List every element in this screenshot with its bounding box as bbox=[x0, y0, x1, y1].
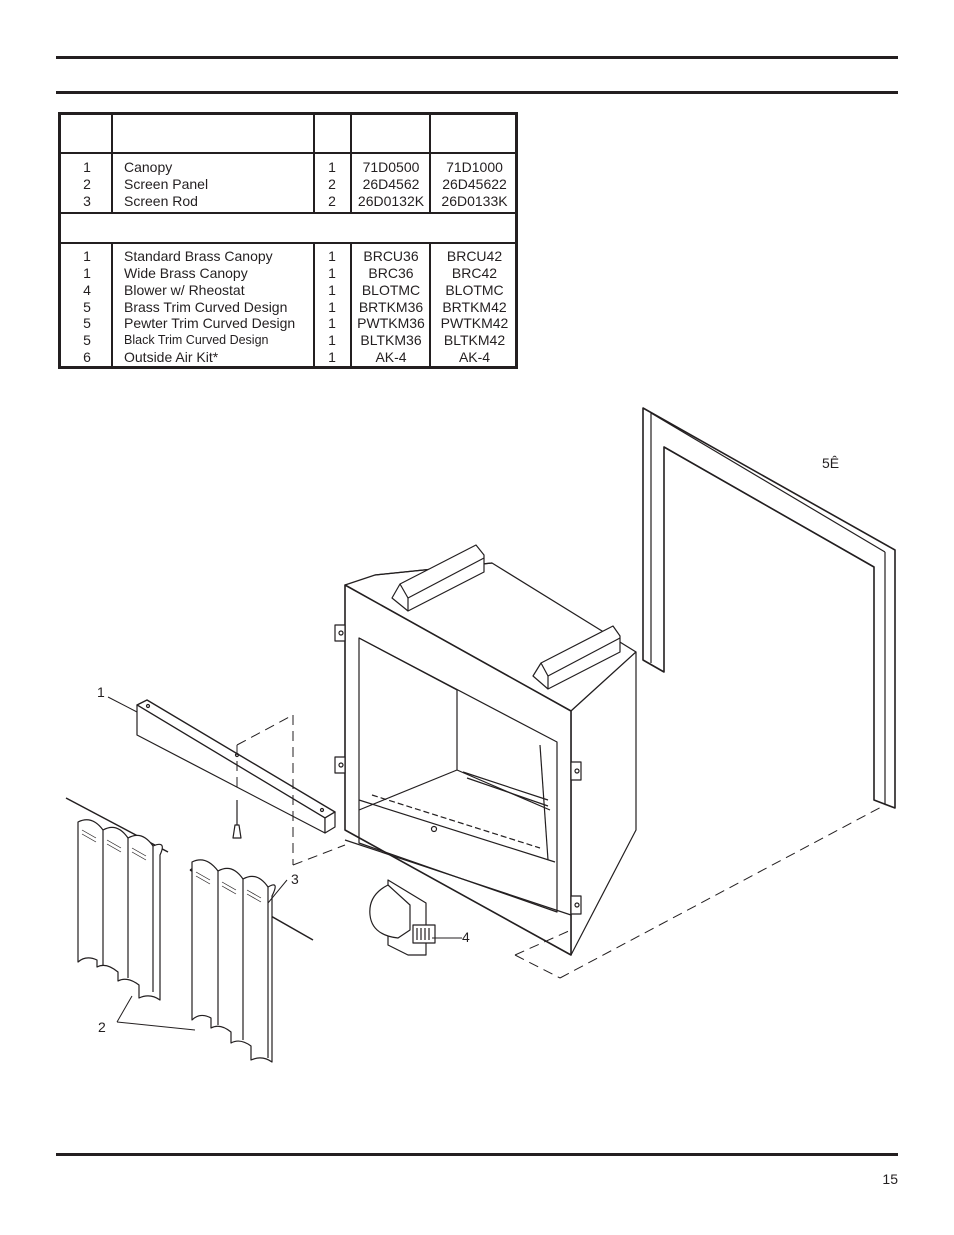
key-number: 1 bbox=[83, 159, 91, 175]
part-description: Brass Trim Curved Design bbox=[124, 299, 288, 315]
key-number: 2 bbox=[83, 176, 91, 192]
part-description: Screen Panel bbox=[124, 176, 209, 192]
part-description: Outside Air Kit* bbox=[124, 349, 219, 365]
table-row: 2 Screen Panel 2 26D4562 26D45622 bbox=[61, 176, 515, 193]
table-row: 4 Blower w/ Rheostat 1 BLOTMC BLOTMC bbox=[61, 282, 515, 299]
part-number-42: BLOTMC bbox=[445, 282, 504, 298]
column-divider bbox=[313, 115, 315, 213]
leader-lines bbox=[107, 696, 462, 1031]
callout-screen-panels: 2 bbox=[98, 1019, 106, 1035]
column-divider bbox=[429, 243, 431, 366]
part-description: Black Trim Curved Design bbox=[124, 333, 269, 347]
callout-blower: 4 bbox=[462, 929, 470, 945]
quantity: 1 bbox=[328, 159, 336, 175]
column-divider bbox=[111, 115, 113, 213]
part-number-36: AK-4 bbox=[375, 349, 407, 365]
column-divider bbox=[313, 243, 315, 366]
section-divider-top bbox=[61, 212, 515, 214]
part-number-42: BLTKM42 bbox=[443, 332, 506, 348]
table-row: 1 Standard Brass Canopy 1 BRCU36 BRCU42 bbox=[61, 248, 515, 265]
part-number-42: 26D0133K bbox=[441, 193, 508, 209]
table-row: 5 Brass Trim Curved Design 1 BRTKM36 BRT… bbox=[61, 299, 515, 316]
key-number: 5 bbox=[83, 299, 91, 315]
part-number-42: BRC42 bbox=[451, 265, 498, 281]
key-number: 1 bbox=[83, 248, 91, 264]
key-number: 6 bbox=[83, 349, 91, 365]
header-rule-top bbox=[56, 56, 898, 59]
firebox bbox=[334, 544, 637, 956]
part-number-42: AK-4 bbox=[458, 349, 491, 365]
table-row: 3 Screen Rod 2 26D0132K 26D0133K bbox=[61, 193, 515, 210]
callout-canopy: 1 bbox=[97, 684, 105, 700]
quantity: 1 bbox=[328, 265, 336, 281]
header-rule-bottom bbox=[56, 91, 898, 94]
part-description: Wide Brass Canopy bbox=[124, 265, 248, 281]
trim-frame bbox=[642, 407, 896, 809]
key-number: 4 bbox=[83, 282, 91, 298]
part-number-42: BRTKM42 bbox=[442, 299, 507, 315]
part-number-36: BRTKM36 bbox=[358, 299, 424, 315]
footer-rule bbox=[56, 1153, 898, 1156]
part-number-36: BLOTMC bbox=[361, 282, 421, 298]
part-number-36: BRCU36 bbox=[363, 248, 419, 264]
screen-panels bbox=[77, 819, 276, 1063]
part-number-42: 71D1000 bbox=[446, 159, 503, 175]
part-number-42: 26D45622 bbox=[442, 176, 507, 192]
key-number: 3 bbox=[83, 193, 91, 209]
key-number: 5 bbox=[83, 315, 91, 331]
table-row: 5 Black Trim Curved Design 1 BLTKM36 BLT… bbox=[61, 332, 515, 349]
part-number-36: PWTKM36 bbox=[357, 315, 425, 331]
part-number-36: BLTKM36 bbox=[360, 332, 422, 348]
table-row: 6 Outside Air Kit* 1 AK-4 AK-4 bbox=[61, 349, 515, 366]
part-description: Pewter Trim Curved Design bbox=[124, 315, 296, 331]
table-row: 1 Canopy 1 71D0500 71D1000 bbox=[61, 159, 515, 176]
quantity: 2 bbox=[328, 176, 336, 192]
quantity: 2 bbox=[328, 193, 336, 209]
quantity: 1 bbox=[328, 315, 336, 331]
callout-screen-rod: 3 bbox=[291, 871, 299, 887]
column-divider bbox=[429, 115, 431, 213]
blower bbox=[369, 879, 436, 956]
part-description: Canopy bbox=[124, 159, 173, 175]
quantity: 1 bbox=[328, 248, 336, 264]
part-description: Blower w/ Rheostat bbox=[124, 282, 245, 298]
part-number-42: PWTKM42 bbox=[440, 315, 509, 331]
part-number-42: BRCU42 bbox=[446, 248, 503, 264]
part-description: Screen Rod bbox=[124, 193, 198, 209]
column-divider bbox=[350, 115, 352, 213]
quantity: 1 bbox=[328, 282, 336, 298]
key-number: 1 bbox=[83, 265, 91, 281]
part-number-36: 26D0132K bbox=[357, 193, 425, 209]
table-row: 5 Pewter Trim Curved Design 1 PWTKM36 PW… bbox=[61, 315, 515, 332]
part-number-36: BRC36 bbox=[368, 265, 414, 281]
quantity: 1 bbox=[328, 299, 336, 315]
quantity: 1 bbox=[328, 332, 336, 348]
part-number-36: 26D4562 bbox=[362, 176, 420, 192]
table-row: 1 Wide Brass Canopy 1 BRC36 BRC42 bbox=[61, 265, 515, 282]
callout-trim: 5Ê bbox=[822, 455, 840, 471]
parts-table: 1 Canopy 1 71D0500 71D1000 2 Screen Pane… bbox=[58, 112, 518, 369]
quantity: 1 bbox=[328, 349, 336, 365]
part-description: Standard Brass Canopy bbox=[124, 248, 273, 264]
column-divider bbox=[350, 243, 352, 366]
column-divider bbox=[111, 243, 113, 366]
part-number-36: 71D0500 bbox=[362, 159, 420, 175]
header-row-divider bbox=[61, 152, 515, 154]
canopy bbox=[136, 699, 336, 839]
section-divider-bottom bbox=[61, 242, 515, 244]
page-number: 15 bbox=[882, 1171, 898, 1187]
dashed-outline bbox=[236, 714, 886, 979]
key-number: 5 bbox=[83, 332, 91, 348]
